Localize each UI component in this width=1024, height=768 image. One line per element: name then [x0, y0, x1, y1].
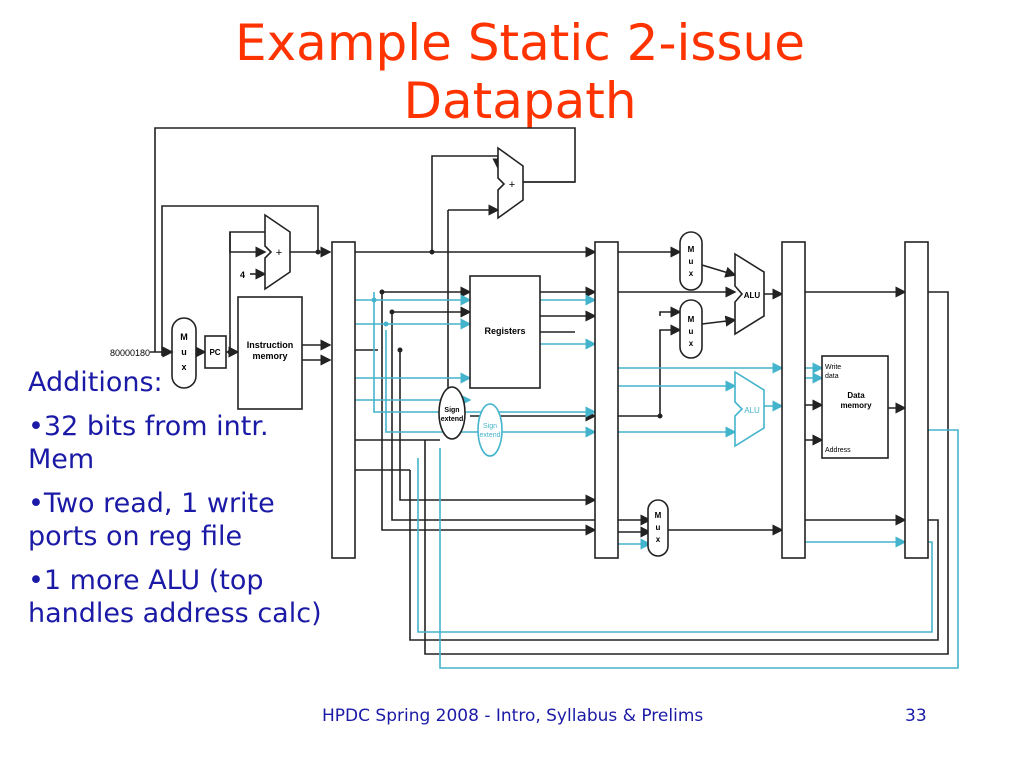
alu-mux-lower-u: u	[689, 327, 694, 336]
write-data-label-1: Write	[825, 364, 841, 371]
exception-address-label: 80000180	[110, 348, 150, 358]
pc-register	[204, 335, 227, 369]
title-line-1: Example Static 2-issue	[235, 14, 805, 72]
alu-mux-upper-x: x	[689, 269, 694, 278]
register-file	[469, 275, 541, 389]
instruction-memory-label-1: Instruction	[247, 340, 294, 350]
additions-list: Additions: •32 bits from intr. Mem •Two …	[28, 366, 328, 641]
alu-mux-lower	[679, 299, 703, 359]
data-memory-label-2: memory	[840, 401, 872, 410]
alu-mux-lower-x: x	[689, 339, 694, 348]
address-label: Address	[825, 447, 851, 454]
constant-four: 4	[240, 270, 245, 280]
write-mux-m: M	[655, 511, 662, 520]
alu-blue	[734, 370, 765, 448]
write-register-mux	[647, 499, 669, 557]
alu-mux-upper	[679, 231, 703, 291]
branch-adder	[497, 146, 524, 220]
additions-heading: Additions:	[28, 367, 163, 398]
pipeline-register-if-id	[331, 241, 356, 559]
pc-mux-x: x	[181, 362, 186, 372]
sign-extend-black	[438, 386, 466, 440]
sign-extend-blue	[477, 403, 503, 457]
pc-increment-adder	[264, 213, 291, 291]
branch-adder-plus: +	[509, 179, 515, 191]
sign-extend-blue-label-1: Sign	[483, 423, 497, 430]
write-mux-x: x	[656, 535, 661, 544]
alu-black	[734, 252, 765, 336]
pipeline-register-mem-wb	[904, 241, 929, 559]
alu-mux-lower-m: M	[688, 315, 695, 324]
junction-dots-blue	[371, 297, 389, 327]
bullet-instruction-bits: •32 bits from intr. Mem	[28, 411, 269, 475]
pc-mux-m: M	[180, 332, 188, 342]
junction-dots	[227, 249, 663, 419]
data-memory-label-1: Data	[847, 391, 865, 400]
register-file-label: Registers	[484, 326, 525, 336]
pipeline-register-id-ex	[594, 241, 619, 559]
instruction-memory-label-2: memory	[252, 351, 287, 361]
alu-mux-upper-m: M	[688, 245, 695, 254]
slide-title: Example Static 2-issue Datapath	[150, 14, 890, 130]
alu-mux-upper-u: u	[689, 257, 694, 266]
bullet-extra-alu: •1 more ALU (top handles address calc)	[28, 565, 322, 629]
write-mux-u: u	[656, 523, 661, 532]
page-number: 33	[905, 706, 927, 726]
sign-extend-black-label-1: Sign	[444, 407, 459, 414]
title-line-2: Datapath	[403, 72, 637, 130]
footer-caption: HPDC Spring 2008 - Intro, Syllabus & Pre…	[322, 706, 704, 726]
alu-blue-label: ALU	[744, 406, 760, 415]
adder-plus-sign: +	[276, 247, 282, 259]
pc-label: PC	[209, 348, 220, 357]
pc-mux-u: u	[181, 347, 187, 357]
pipeline-register-ex-mem	[781, 241, 806, 559]
write-data-label-2: data	[825, 373, 839, 380]
alu-black-label: ALU	[744, 291, 761, 300]
instruction-memory	[237, 296, 303, 410]
sign-extend-blue-label-2: extend	[479, 432, 500, 439]
blue-wires	[355, 292, 959, 669]
bullet-register-ports: •Two read, 1 write ports on reg file	[28, 488, 275, 552]
data-memory	[821, 355, 889, 459]
sign-extend-black-label-2: extend	[441, 416, 464, 423]
